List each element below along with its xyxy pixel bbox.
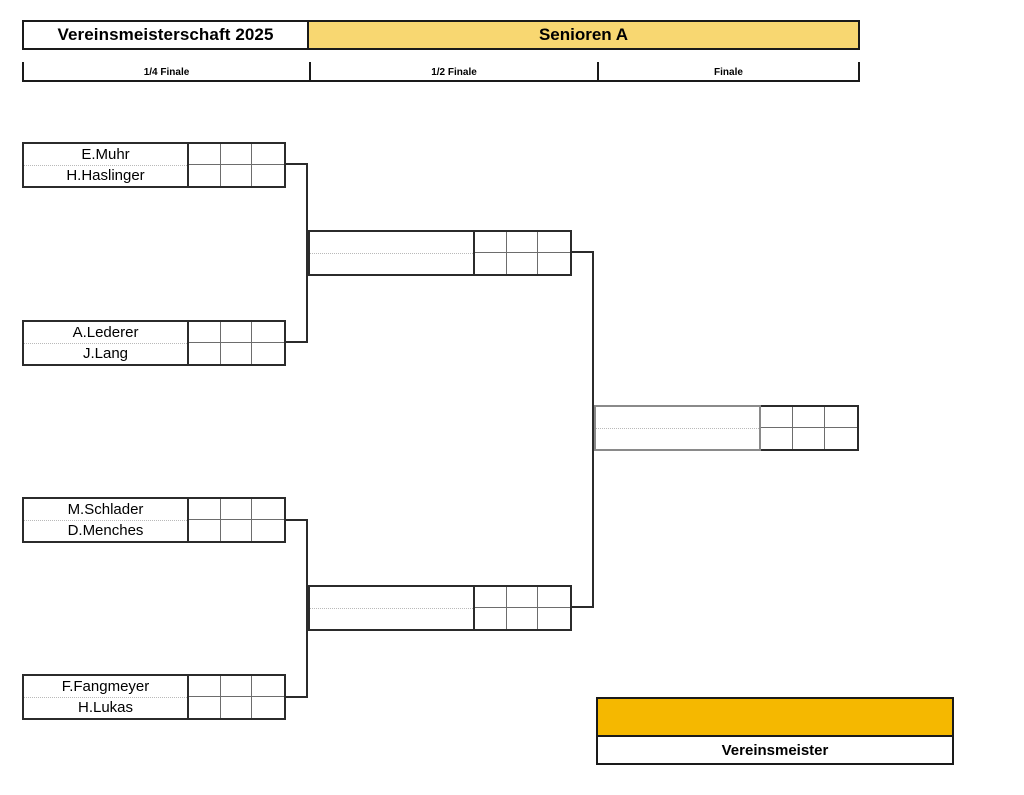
score-cell[interactable]	[252, 322, 284, 343]
score-cell[interactable]	[793, 428, 825, 449]
champion-caption: Vereinsmeister	[721, 741, 829, 759]
score-cell[interactable]	[475, 253, 507, 274]
connector-line	[572, 251, 594, 253]
score-grid[interactable]	[189, 674, 286, 720]
match-quarterfinal-2[interactable]: A.Lederer J.Lang	[22, 320, 286, 366]
score-cell[interactable]	[507, 608, 539, 629]
player-slot-bottom: J.Lang	[82, 345, 129, 363]
score-grid[interactable]	[475, 585, 572, 631]
champion-name-field[interactable]	[598, 699, 952, 737]
champion-box[interactable]: Vereinsmeister	[596, 697, 954, 765]
category-title: Senioren A	[309, 20, 860, 50]
player-slot-bottom: H.Lukas	[77, 699, 134, 717]
player-slot-bottom: D.Menches	[67, 522, 144, 540]
connector-line	[286, 341, 308, 343]
match-semifinal-2[interactable]	[308, 585, 572, 631]
score-cell[interactable]	[189, 322, 221, 343]
score-cell[interactable]	[475, 608, 507, 629]
score-cell[interactable]	[189, 165, 221, 186]
score-cell[interactable]	[825, 407, 857, 428]
player-slot-bottom	[310, 254, 473, 275]
score-cell[interactable]	[538, 587, 570, 608]
score-cell[interactable]	[475, 587, 507, 608]
score-cell[interactable]	[475, 232, 507, 253]
player-slot-top	[596, 407, 759, 429]
score-cell[interactable]	[252, 676, 284, 697]
score-cell[interactable]	[506, 232, 539, 253]
connector-line	[286, 696, 308, 698]
score-cell[interactable]	[221, 165, 253, 186]
score-cell[interactable]	[252, 520, 284, 541]
player-slot-bottom: H.Haslinger	[66, 167, 145, 185]
round-label-row: 1/4 Finale 1/2 Finale Finale	[22, 62, 860, 82]
event-title: Vereinsmeisterschaft 2025	[22, 20, 309, 50]
score-cell[interactable]	[761, 407, 793, 428]
score-cell[interactable]	[189, 676, 221, 697]
score-cell[interactable]	[761, 428, 793, 449]
score-cell[interactable]	[252, 343, 284, 364]
player-slot-bottom	[310, 609, 473, 630]
match-names: A.Lederer J.Lang	[22, 320, 189, 366]
score-cell[interactable]	[189, 499, 221, 520]
player-slot-top	[310, 232, 473, 254]
score-grid[interactable]	[761, 405, 859, 451]
player-slot-top: E.Muhr	[24, 144, 187, 166]
score-cell[interactable]	[220, 144, 253, 165]
connector-line	[572, 606, 594, 608]
score-cell[interactable]	[221, 520, 253, 541]
player-slot-top: F.Fangmeyer	[24, 676, 187, 698]
score-cell[interactable]	[793, 407, 825, 428]
score-cell[interactable]	[189, 343, 221, 364]
score-cell[interactable]	[506, 587, 539, 608]
match-names: F.Fangmeyer H.Lukas	[22, 674, 189, 720]
player-slot-top: A.Lederer	[24, 322, 187, 344]
connector-line	[592, 251, 594, 608]
match-names	[594, 405, 761, 451]
match-names: E.Muhr H.Haslinger	[22, 142, 189, 188]
score-cell[interactable]	[538, 608, 570, 629]
connector-line	[286, 519, 308, 521]
round-label-semifinal: 1/2 Finale	[309, 62, 597, 82]
match-names	[308, 230, 475, 276]
round-label-final: Finale	[597, 62, 860, 82]
score-cell[interactable]	[252, 165, 284, 186]
score-cell[interactable]	[507, 253, 539, 274]
score-cell[interactable]	[538, 253, 570, 274]
score-cell[interactable]	[221, 343, 253, 364]
score-cell[interactable]	[220, 322, 253, 343]
match-quarterfinal-1[interactable]: E.Muhr H.Haslinger	[22, 142, 286, 188]
connector-line	[286, 163, 308, 165]
score-cell[interactable]	[252, 697, 284, 718]
score-cell[interactable]	[220, 676, 253, 697]
score-cell[interactable]	[825, 428, 857, 449]
score-cell[interactable]	[220, 499, 253, 520]
title-bar: Vereinsmeisterschaft 2025 Senioren A	[22, 20, 860, 50]
score-grid[interactable]	[189, 497, 286, 543]
score-cell[interactable]	[538, 232, 570, 253]
score-cell[interactable]	[252, 499, 284, 520]
score-grid[interactable]	[189, 320, 286, 366]
match-quarterfinal-3[interactable]: M.Schlader D.Menches	[22, 497, 286, 543]
score-grid[interactable]	[189, 142, 286, 188]
round-label-quarterfinal: 1/4 Finale	[22, 62, 309, 82]
player-slot-bottom	[596, 429, 759, 450]
match-names	[308, 585, 475, 631]
score-cell[interactable]	[189, 144, 221, 165]
match-semifinal-1[interactable]	[308, 230, 572, 276]
score-cell[interactable]	[252, 144, 284, 165]
match-quarterfinal-4[interactable]: F.Fangmeyer H.Lukas	[22, 674, 286, 720]
match-names: M.Schlader D.Menches	[22, 497, 189, 543]
score-cell[interactable]	[221, 697, 253, 718]
score-cell[interactable]	[189, 697, 221, 718]
score-grid[interactable]	[475, 230, 572, 276]
player-slot-top: M.Schlader	[24, 499, 187, 521]
player-slot-top	[310, 587, 473, 609]
match-final[interactable]	[594, 405, 859, 451]
score-cell[interactable]	[189, 520, 221, 541]
